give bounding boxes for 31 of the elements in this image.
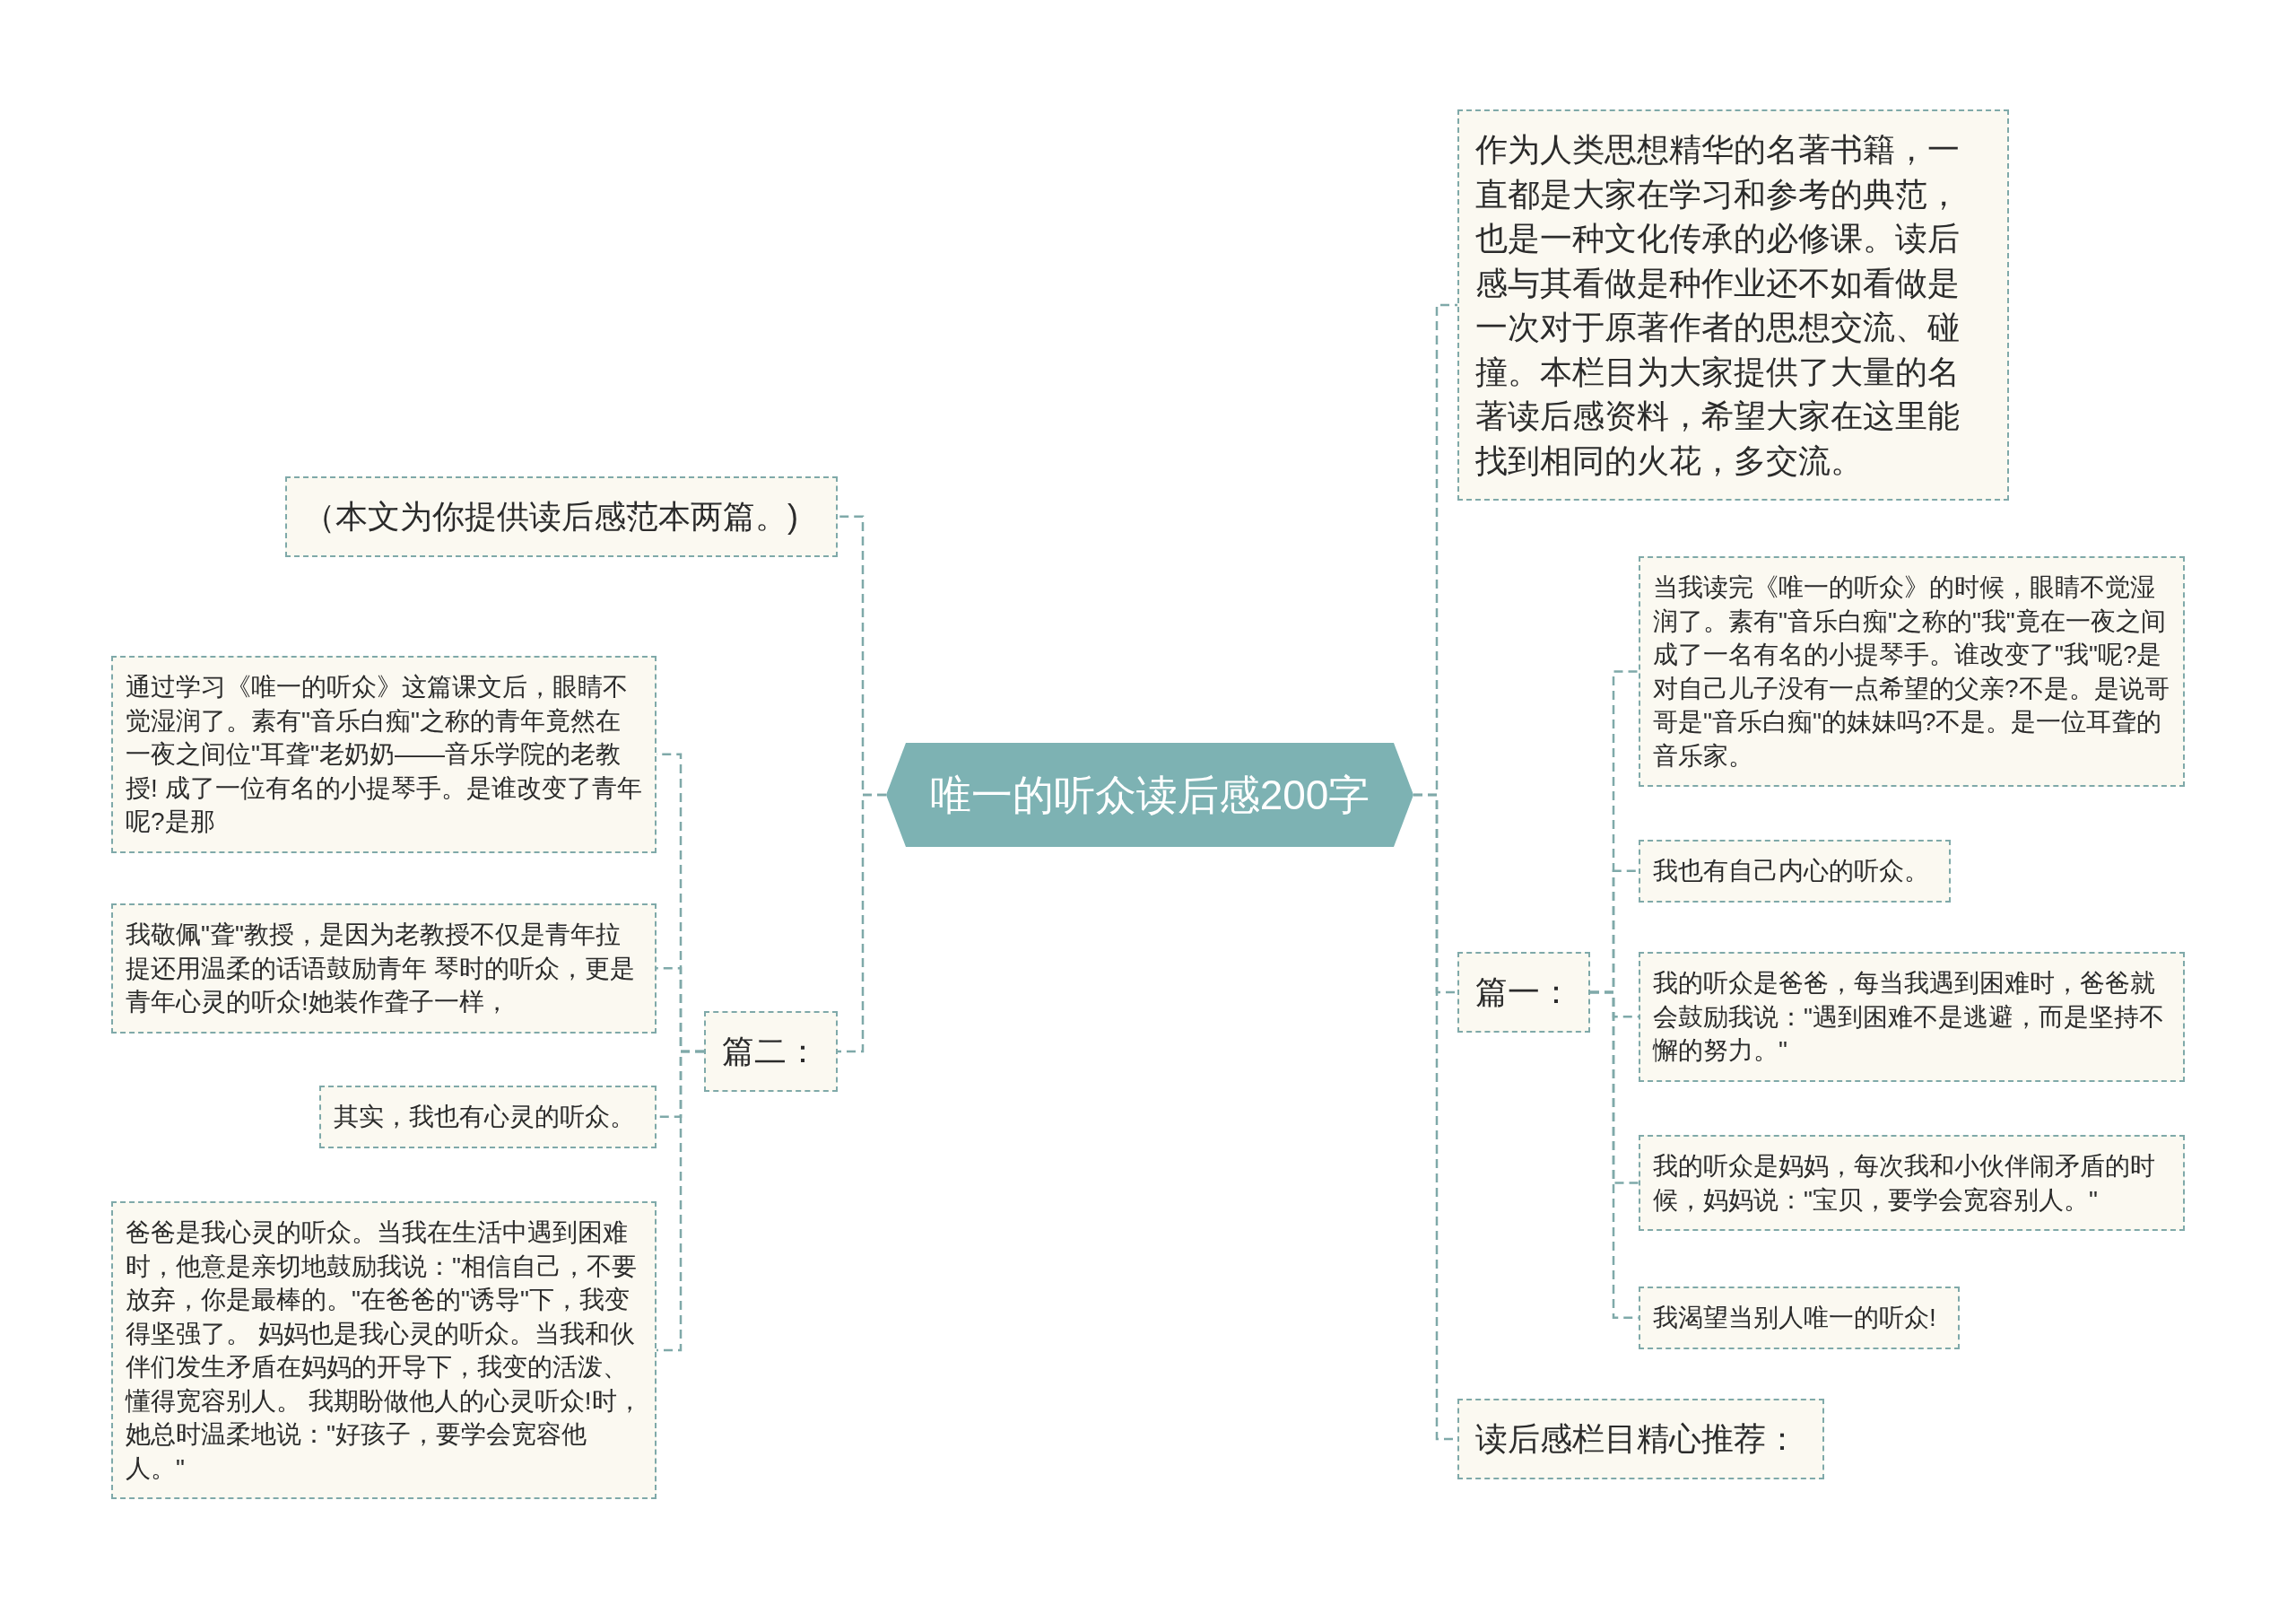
topic-text: 我的听众是爸爸，每当我遇到困难时，爸爸就会鼓励我说："遇到困难不是逃避，而是坚持不懈的努力。" (1653, 968, 2165, 1066)
topic-card (111, 1201, 657, 1499)
topic-text: 当我读完《唯一的听众》的时候，眼睛不觉湿润了。素有"音乐白痴"之称的"我"竟在一夜之间成了一名有名的小提琴手。谁改变了"我"呢?是对自己儿子没有一点希望的父亲?不是。是说哥哥是"音乐白痴"的妹妹吗?不是。是一位耳聋的音乐家。 (1653, 572, 2170, 772)
topic-text: 唯一的听众读后感200字 (929, 771, 1370, 820)
topic-card (1639, 1135, 2185, 1231)
topic-card (1457, 952, 1590, 1033)
topic-card (1457, 1399, 1824, 1479)
topic-card (1639, 1287, 1960, 1349)
topic-card (704, 1011, 838, 1092)
topic-text: 读后感栏目精心推荐： (1475, 1419, 1799, 1459)
topic-text: （本文为你提供读后感范本两篇。) (303, 497, 799, 536)
topic-card (1639, 952, 2185, 1082)
topic-text: 爸爸是我心灵的听众。当我在生活中遇到困难时，他意是亲切地鼓励我说："相信自己，不要放弃，你是最棒的。"在爸爸的"诱导"下，我变得坚强了。 妈妈也是我心灵的听众。当我和伙伴们发生矛盾在妈妈的开导下，我变的活泼、懂得宽容别人。 我期盼做他人的心灵听众!时，她总时温柔地说："好孩子，要学会宽容他人。" (126, 1217, 642, 1484)
topic-card (1639, 556, 2185, 787)
topic-card (1639, 840, 1951, 903)
topic-text: 我的听众是妈妈，每次我和小伙伴闹矛盾的时候，妈妈说："宝贝，要学会宽容别人。" (1653, 1151, 2156, 1216)
topic-text: 通过学习《唯一的听众》这篇课文后，眼睛不觉湿润了。素有"音乐白痴"之称的青年竟然在一夜之间位"耳聋"老奶奶——音乐学院的老教授! 成了一位有名的小提琴手。是谁改变了青年呢?是那 (126, 672, 642, 837)
topic-text: 篇二： (722, 1032, 820, 1071)
central-topic-hexagon (886, 743, 1413, 847)
topic-text: 我也有自己内心的听众。 (1653, 856, 1930, 886)
topic-text: 作为人类思想精华的名著书籍，一直都是大家在学习和参考的典范，也是一种文化传承的必修课。读后感与其看做是种作业还不如看做是一次对于原著作者的思想交流、碰撞。本栏目为大家提供了大量的名著读后感资料，希望大家在这里能找到相同的火花，多交流。 (1475, 130, 1961, 481)
connector-line (838, 793, 886, 1053)
topic-card (1457, 109, 2009, 501)
topic-text: 我渴望当别人唯一的听众! (1653, 1303, 1937, 1333)
topic-card (319, 1086, 657, 1148)
topic-text: 我敬佩"聋"教授，是因为老教授不仅是青年拉提还用温柔的话语鼓励青年 琴时的听众，更是青年心灵的听众!她装作聋子一样， (126, 920, 636, 1017)
topic-text: 其实，我也有心灵的听众。 (334, 1102, 636, 1132)
topic-text: 篇一： (1475, 973, 1572, 1012)
topic-card (111, 656, 657, 853)
topic-card (285, 476, 838, 557)
topic-card (111, 903, 657, 1034)
